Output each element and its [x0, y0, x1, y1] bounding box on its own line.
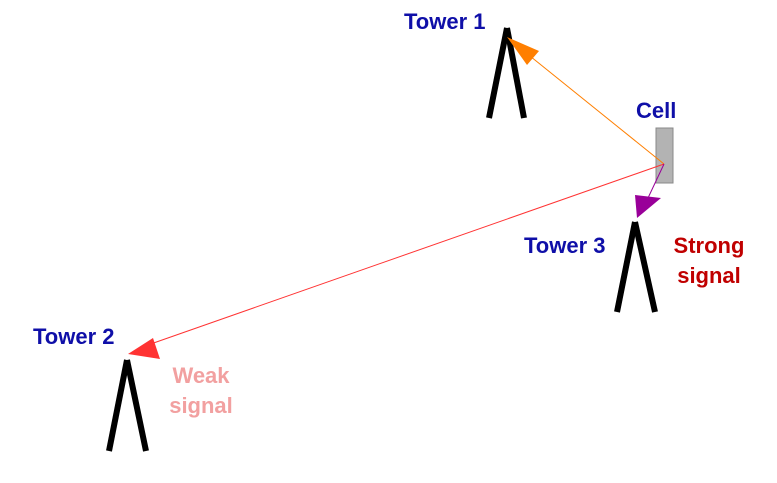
- tower-3-label: Tower 3: [524, 233, 606, 258]
- tower-1-link: [507, 37, 665, 165]
- weak-signal-line-1: Weak: [172, 363, 230, 388]
- weak-signal-line-2: signal: [169, 393, 233, 418]
- tower-1-icon: [486, 27, 527, 119]
- tower-1-label: Tower 1: [404, 9, 486, 34]
- strong-signal-line-1: Strong: [673, 233, 745, 258]
- weak-signal-label: Weak signal: [161, 361, 241, 421]
- tower-3-link: [635, 163, 665, 218]
- cell-phone-icon: [655, 127, 674, 184]
- strong-signal-label: Strong signal: [666, 231, 752, 291]
- cell-label: Cell: [636, 98, 677, 123]
- tower-2-label: Tower 2: [33, 324, 115, 349]
- tower-2-icon: [106, 359, 149, 452]
- tower-2-link: [128, 163, 665, 359]
- strong-signal-line-2: signal: [677, 263, 741, 288]
- tower-3-icon: [614, 221, 658, 313]
